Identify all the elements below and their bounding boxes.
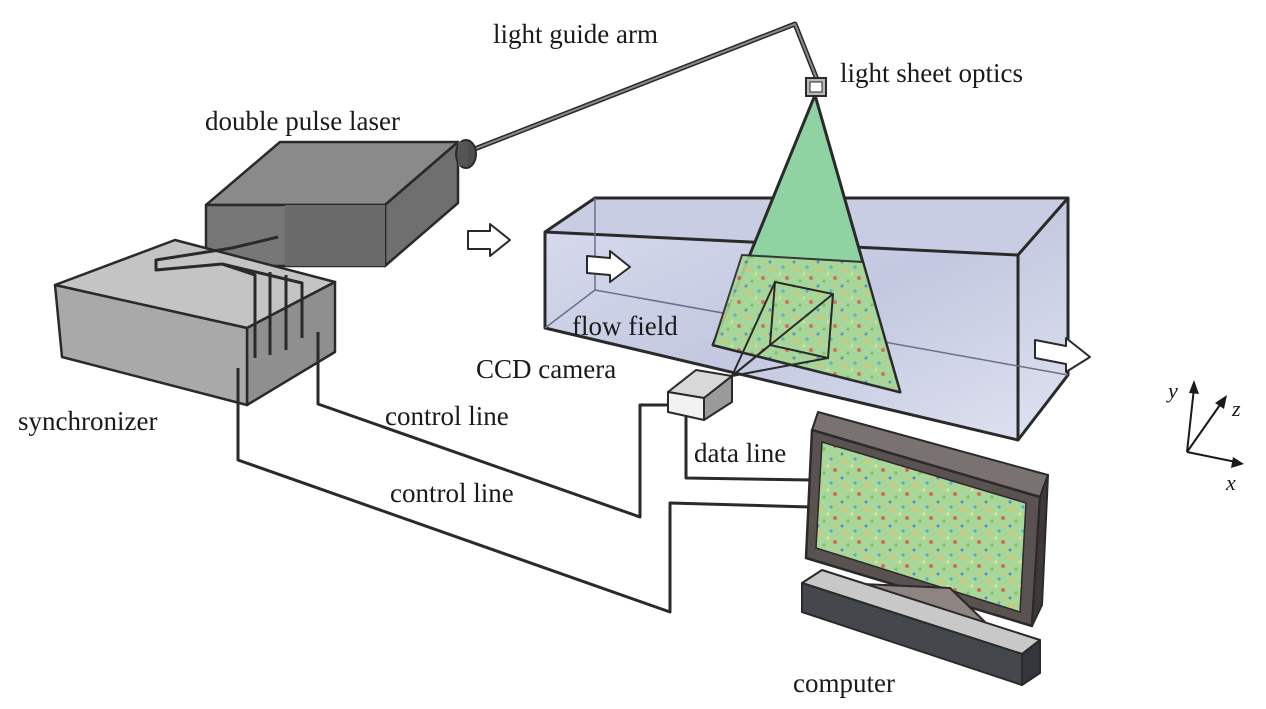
flow-arrow-inlet <box>467 223 511 257</box>
flow-arrow-inside <box>586 250 631 283</box>
axis-label-y: y <box>1166 378 1178 403</box>
light-sheet-optics-label: light sheet optics <box>840 58 1023 88</box>
light-guide-arm <box>471 21 821 153</box>
control-line-1-wire <box>316 332 670 519</box>
synchronizer-label: synchronizer <box>18 406 157 436</box>
computer-label: computer <box>793 668 895 698</box>
laser-link-wires <box>154 235 304 358</box>
light-sheet <box>711 93 902 394</box>
control-line-2-wire <box>236 368 811 614</box>
axis-label-x: x <box>1225 470 1236 495</box>
computer-keyboard <box>801 569 1041 686</box>
light-sheet-optics-icon <box>805 77 827 97</box>
double-pulse-laser <box>204 139 477 268</box>
flow-field-label: flow field <box>572 311 678 341</box>
double-pulse-laser-label: double pulse laser <box>205 106 400 136</box>
synchronizer <box>53 238 337 407</box>
control-line-label-1: control line <box>385 401 509 431</box>
flow-arrow-outlet <box>1034 337 1091 373</box>
ccd-camera-label: CCD camera <box>476 354 616 384</box>
coordinate-axes-icon <box>1186 380 1244 468</box>
data-line-label: data line <box>694 438 786 468</box>
axis-label-z: z <box>1231 396 1241 421</box>
ccd-camera <box>667 369 733 421</box>
control-line-label-2: control line <box>390 478 514 508</box>
light-guide-arm-label: light guide arm <box>493 19 658 49</box>
